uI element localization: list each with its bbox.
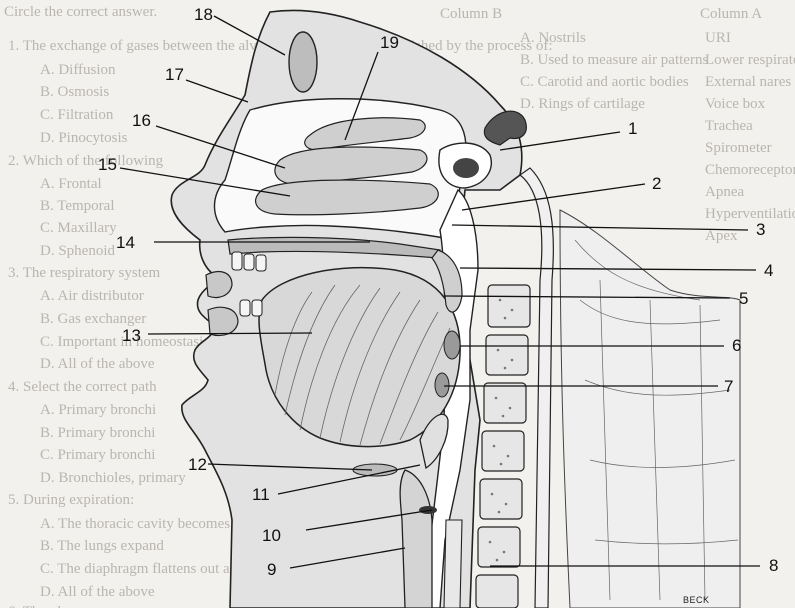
callout-label-8: 8 [769, 557, 778, 574]
callout-label-15: 15 [98, 156, 117, 173]
artist-credit: BECK [683, 595, 710, 605]
palatine-tonsil [444, 331, 460, 359]
callout-label-6: 6 [732, 337, 741, 354]
callout-label-12: 12 [188, 456, 207, 473]
callout-label-3: 3 [756, 221, 765, 238]
callout-label-9: 9 [267, 561, 276, 578]
callout-label-10: 10 [262, 527, 281, 544]
callout-label-17: 17 [165, 66, 184, 83]
callout-label-11: 11 [252, 486, 270, 503]
sphenoid-dark [453, 158, 479, 178]
callout-label-1: 1 [628, 120, 637, 137]
callout-label-4: 4 [764, 262, 773, 279]
callout-label-2: 2 [652, 175, 661, 192]
lingual-tonsil [435, 373, 449, 397]
callout-label-5: 5 [739, 290, 748, 307]
leader-line-3 [452, 225, 748, 230]
callout-label-14: 14 [116, 234, 135, 251]
callout-label-13: 13 [122, 327, 141, 344]
callout-label-16: 16 [132, 112, 151, 129]
callout-label-18: 18 [194, 6, 213, 23]
callout-label-7: 7 [724, 378, 733, 395]
frontal-sinus [289, 32, 317, 92]
cervical-vertebrae [476, 285, 530, 608]
leader-line-17 [186, 80, 248, 102]
inferior-concha [256, 180, 439, 215]
esophagus [444, 520, 462, 608]
callout-label-19: 19 [380, 34, 399, 51]
